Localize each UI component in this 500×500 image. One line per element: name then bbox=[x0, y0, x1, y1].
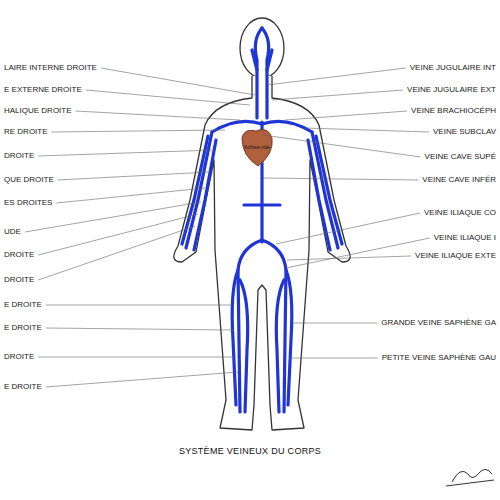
vein-label: VEINE SUBCLAV bbox=[433, 127, 496, 137]
leader-line bbox=[305, 128, 429, 132]
vein-label: E DROITE bbox=[4, 382, 42, 392]
leader-line bbox=[38, 357, 236, 358]
vein-label: DROITE bbox=[4, 275, 34, 285]
vein-label: QUE DROITE bbox=[4, 175, 54, 185]
leader-line bbox=[52, 130, 225, 132]
leader-line bbox=[56, 188, 205, 203]
vein-label: VEINE CAVE SUPÉ bbox=[425, 152, 496, 162]
vein-label: E DROITE bbox=[4, 323, 42, 333]
vein-label: RE DROITE bbox=[4, 127, 48, 137]
leader-line bbox=[287, 256, 411, 260]
vein-label: VEINE JUGULAIRE INT bbox=[410, 63, 496, 73]
leader-line bbox=[86, 90, 250, 105]
leader-line bbox=[292, 323, 377, 324]
vein-label: VEINE CAVE INFÉR bbox=[422, 175, 496, 185]
vein-label: VEINE ILIAQUE I bbox=[434, 233, 496, 243]
vein-label: LAIRE INTERNE DROITE bbox=[4, 63, 97, 73]
leader-line bbox=[276, 213, 420, 244]
leader-line bbox=[38, 226, 195, 280]
vein-label: UDE bbox=[4, 227, 21, 237]
vein-label: VEINE ILIAQUE EXTE bbox=[415, 251, 496, 261]
leader-line bbox=[76, 111, 240, 120]
leader-line bbox=[289, 358, 378, 359]
diagram-title: SYSTÈME VEINEUX DU CORPS bbox=[0, 446, 500, 456]
signature-scribble bbox=[446, 469, 494, 486]
vein-label: GRANDE VEINE SAPHÈNE GA bbox=[381, 318, 496, 328]
vein-label: VEINE BRACHIOCÉPH bbox=[411, 106, 496, 116]
body-outline bbox=[174, 76, 350, 430]
vein-label: ES DROITES bbox=[4, 198, 52, 208]
vein-label: DROITE bbox=[4, 250, 34, 260]
heart bbox=[242, 130, 272, 166]
leader-line bbox=[263, 135, 421, 157]
leader-line bbox=[46, 328, 234, 330]
leader-line bbox=[58, 172, 210, 180]
leader-line bbox=[267, 68, 406, 85]
vein-label: DROITE bbox=[4, 352, 34, 362]
leader-line bbox=[38, 214, 198, 255]
leader-line bbox=[272, 90, 403, 100]
leader-line bbox=[38, 150, 215, 156]
vein-network bbox=[182, 28, 342, 412]
leader-line bbox=[46, 372, 238, 387]
vein-label: E DROITE bbox=[4, 300, 42, 310]
leader-line bbox=[285, 111, 407, 120]
watermark-label: fiches-ide bbox=[244, 144, 270, 151]
leader-line bbox=[46, 305, 232, 306]
vein-label: DROITE bbox=[4, 151, 34, 161]
vein-label: VEINE ILIAQUE CO bbox=[424, 208, 496, 218]
vein-label: VEINE JUGULAIRE EXT bbox=[407, 85, 496, 95]
vein-label: PETITE VEINE SAPHÈNE GAU bbox=[382, 353, 496, 363]
vein-label: HALIQUE DROITE bbox=[4, 106, 72, 116]
leader-line bbox=[101, 68, 255, 95]
leader-line bbox=[263, 178, 418, 180]
vein-label: E EXTERNE DROITE bbox=[4, 85, 82, 95]
leader-line bbox=[286, 238, 430, 268]
